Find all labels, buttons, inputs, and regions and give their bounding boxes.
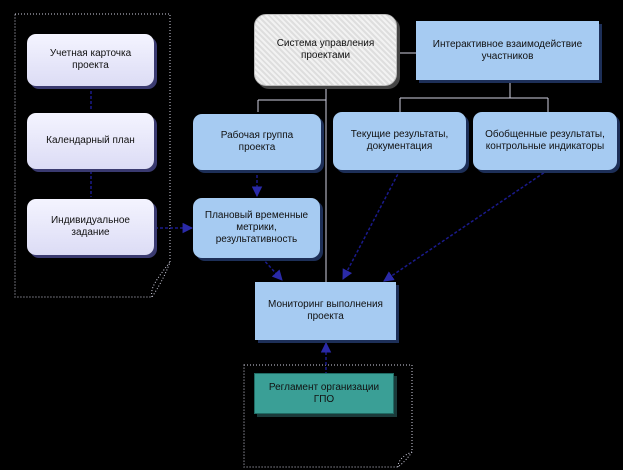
project-monitoring-node: Мониторинг выполнения проекта bbox=[255, 282, 396, 340]
current-results-node: Текущие результаты, документация bbox=[333, 112, 466, 170]
planned-metrics-node: Плановый временные метрики, результативн… bbox=[193, 198, 320, 258]
interactive-fanout-lines bbox=[399, 80, 549, 112]
calendar-plan-node: Календарный план bbox=[27, 113, 154, 169]
summary-results-node: Обобщенные результаты, контрольные индик… bbox=[473, 112, 617, 170]
project-card-node: Учетная карточка проекта bbox=[27, 34, 154, 86]
individual-task-node: Индивидуальное задание bbox=[27, 199, 154, 255]
left-document-fold bbox=[151, 261, 171, 298]
regulation-node: Регламент организации ГПО bbox=[254, 373, 394, 414]
pms-branch-lines bbox=[257, 86, 327, 282]
project-workgroup-node: Рабочая группа проекта bbox=[193, 114, 321, 170]
interactive-collaboration-node: Интерактивное взаимодействие участников bbox=[416, 21, 599, 80]
project-management-system-node: Система управления проектами bbox=[254, 14, 397, 86]
